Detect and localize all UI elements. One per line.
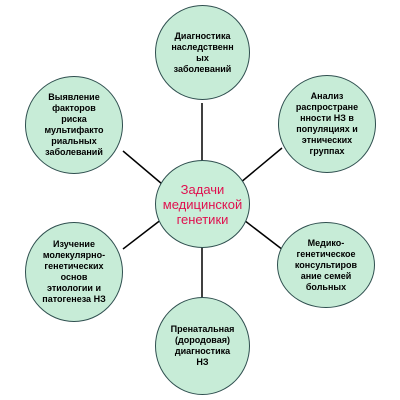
spoke-bottom-right xyxy=(239,216,284,251)
node-population-analysis: Анализ распростране нности НЗ в популяци… xyxy=(278,75,376,173)
node-genetic-counseling-label: Медико- генетическое консультиров ание с… xyxy=(294,237,358,292)
spoke-top-right xyxy=(239,147,283,184)
node-prenatal-diagnostics: Пренатальная (дородовая) диагностика НЗ xyxy=(155,297,250,395)
node-population-analysis-label: Анализ распростране нности НЗ в популяци… xyxy=(295,91,359,156)
node-molecular-basis: Изучение молекулярно- генетических основ… xyxy=(25,222,123,322)
spoke-top-left xyxy=(122,150,163,185)
node-risk-factors-label: Выявление факторов риска мультифакто риа… xyxy=(44,92,104,157)
node-diagnostics: Диагностика наследственн ых заболеваний xyxy=(155,5,250,100)
node-center: Задачи медицинской генетики xyxy=(155,160,250,248)
node-diagnostics-label: Диагностика наследственн ых заболеваний xyxy=(171,30,234,74)
node-prenatal-diagnostics-label: Пренатальная (дородовая) диагностика НЗ xyxy=(170,324,235,367)
node-risk-factors: Выявление факторов риска мультифакто риа… xyxy=(25,76,123,174)
spoke-bottom-left xyxy=(122,218,163,250)
node-molecular-basis-label: Изучение молекулярно- генетических основ… xyxy=(42,239,106,304)
node-genetic-counseling: Медико- генетическое консультиров ание с… xyxy=(277,222,375,308)
center-label: Задачи медицинской генетики xyxy=(162,181,243,227)
